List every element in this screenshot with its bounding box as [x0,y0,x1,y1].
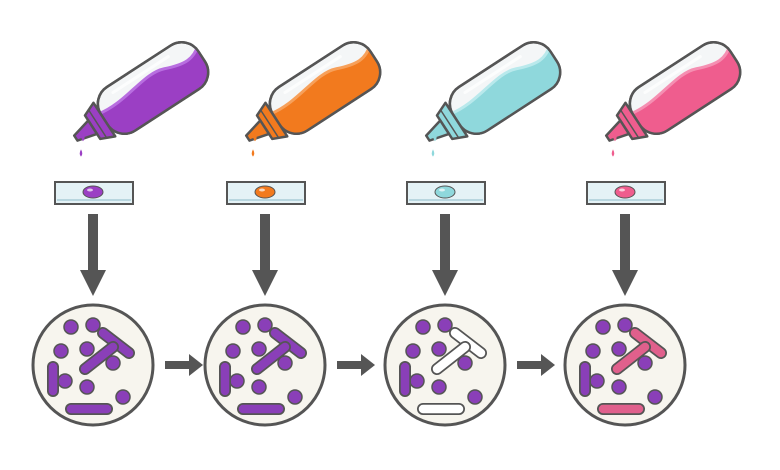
bottle-liquid [629,43,748,142]
rod-cell-purple [80,342,118,374]
bottle-nozzle [72,119,99,142]
down-arrow-shaft [260,214,270,272]
sample-drop [82,185,104,199]
coccus-cell [595,319,611,335]
stain-drop [613,132,617,142]
coccus-cell [611,341,627,357]
bottle-shine [283,55,342,95]
sample-drop [434,185,456,199]
step-decolorizer [383,41,568,427]
coccus-cell [57,373,73,389]
bottle-cap [435,101,469,141]
coccus-cell [257,317,273,333]
step-crystal-violet [31,41,216,427]
down-arrow-shaft [88,214,98,272]
coccus-cell [467,389,483,405]
coccus-cell [415,319,431,335]
coccus-cell [287,389,303,405]
coccus-cell [589,373,605,389]
down-arrow-head [80,270,106,296]
coccus-cell [585,343,601,359]
coccus-cell [251,341,267,357]
coccus-cell [85,317,101,333]
petri-dish [31,303,155,427]
coccus-cell [79,341,95,357]
bottle-nozzle [424,119,451,142]
coccus-cell [251,379,267,395]
coccus-cell [235,319,251,335]
bottle-shine [111,55,170,95]
stain-drop [251,149,255,157]
right-arrow-head [541,354,555,376]
stain-drop [433,132,437,142]
bottle-nozzle [244,119,271,142]
coccus-cell [53,343,69,359]
right-arrow-head [189,354,203,376]
down-arrow-shaft [440,214,450,272]
bottle-cap [615,101,649,141]
down-arrow-head [252,270,278,296]
bottle-shine [643,55,702,95]
stain-bottle-safranin [604,41,748,142]
bottle-cap [83,101,117,141]
bottle-shine [463,55,522,95]
coccus-cell [405,343,421,359]
coccus-cell [431,379,447,395]
rod-cell-pink [612,342,650,374]
coccus-cell [437,317,453,333]
stain-drop [253,132,257,142]
bottle-nozzle [604,119,631,142]
stain-drop [611,149,615,157]
sample-drop [614,185,636,199]
stain-drop [81,132,85,142]
coccus-cell [637,355,653,371]
coccus-cell [611,379,627,395]
right-arrow-shaft [517,361,543,369]
coccus-cell [409,373,425,389]
stain-drop [79,149,83,157]
bottle-liquid [269,43,388,142]
rod-cell-clear [432,342,470,374]
right-arrow-shaft [165,361,191,369]
petri-dish [203,303,327,427]
coccus-cell [431,341,447,357]
stain-drop [431,149,435,157]
bottle-liquid [449,43,568,142]
step-safranin [563,41,748,427]
coccus-cell [457,355,473,371]
petri-dish [383,303,507,427]
sample-drop [254,185,276,199]
coccus-cell [647,389,663,405]
down-arrow-shaft [620,214,630,272]
bottle-cap [255,101,289,141]
petri-dish [563,303,687,427]
down-arrow-head [612,270,638,296]
coccus-cell [115,389,131,405]
step-iodine [203,41,388,427]
stain-bottle-crystal-violet [72,41,216,142]
coccus-cell [225,343,241,359]
coccus-cell [105,355,121,371]
stain-bottle-iodine [244,41,388,142]
rod-cell-purple [252,342,290,374]
bottle-liquid [97,43,216,142]
coccus-cell [63,319,79,335]
right-arrow-head [361,354,375,376]
coccus-cell [79,379,95,395]
coccus-cell [277,355,293,371]
coccus-cell [229,373,245,389]
right-arrow-shaft [337,361,363,369]
down-arrow-head [432,270,458,296]
stain-bottle-decolorizer [424,41,568,142]
coccus-cell [617,317,633,333]
